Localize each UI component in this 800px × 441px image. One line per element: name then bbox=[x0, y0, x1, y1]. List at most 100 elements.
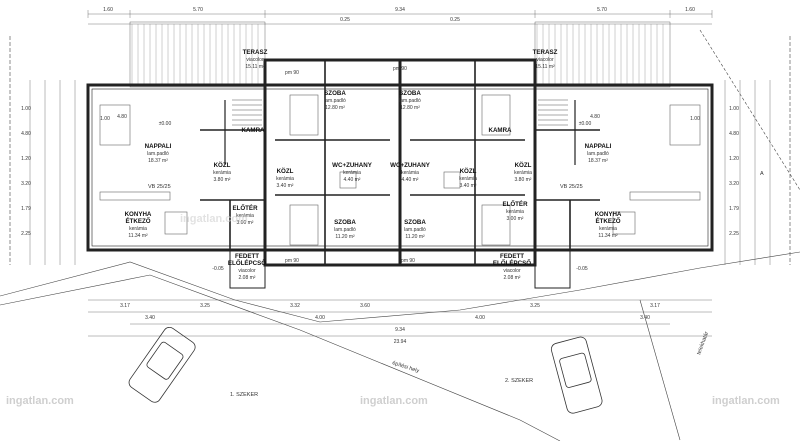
room-terasz-right: TERASZ bbox=[533, 49, 558, 56]
svg-text:3.80 m²: 3.80 m² bbox=[515, 177, 532, 183]
svg-text:2.08 m²: 2.08 m² bbox=[239, 275, 256, 281]
car-left-icon bbox=[128, 326, 196, 403]
svg-text:3.32: 3.32 bbox=[290, 303, 300, 309]
svg-text:kerámia: kerámia bbox=[401, 170, 419, 176]
room-kozl-left-2: KÖZL bbox=[277, 168, 294, 175]
svg-text:-0.05: -0.05 bbox=[576, 266, 588, 272]
svg-text:pm 90: pm 90 bbox=[285, 70, 299, 76]
watermark: ingatlan.com bbox=[180, 213, 248, 225]
svg-text:12.80 m²: 12.80 m² bbox=[400, 105, 420, 111]
svg-text:2.08 m²: 2.08 m² bbox=[504, 275, 521, 281]
svg-text:lam.padló: lam.padló bbox=[147, 151, 169, 157]
room-szoba-bottom-right: SZOBA bbox=[404, 219, 426, 226]
svg-text:kerámia: kerámia bbox=[459, 176, 477, 182]
svg-text:1.60: 1.60 bbox=[685, 7, 695, 13]
site-boundary bbox=[0, 29, 800, 441]
room-eloter-right: ELŐTÉR bbox=[502, 200, 528, 208]
svg-text:lam.padló: lam.padló bbox=[324, 98, 346, 104]
svg-text:5.70: 5.70 bbox=[597, 7, 607, 13]
svg-text:4.80: 4.80 bbox=[117, 114, 127, 120]
svg-text:kerámia: kerámia bbox=[129, 226, 147, 232]
svg-text:kerámia: kerámia bbox=[236, 213, 254, 219]
svg-text:11.20 m²: 11.20 m² bbox=[335, 234, 355, 240]
room-kozl-right-2: KÖZL bbox=[515, 162, 532, 169]
room-nappali-right: NAPPALI bbox=[585, 143, 612, 150]
svg-text:pm 90: pm 90 bbox=[401, 258, 415, 264]
svg-text:1.79: 1.79 bbox=[729, 206, 739, 212]
svg-text:3.20: 3.20 bbox=[21, 181, 31, 187]
svg-text:lam.padló: lam.padló bbox=[334, 227, 356, 233]
street-label: telekhatár bbox=[696, 331, 710, 356]
svg-text:4.80: 4.80 bbox=[21, 131, 31, 137]
room-labels: TERASZ viacolor 15.11 m² TERASZ viacolor… bbox=[125, 49, 622, 281]
svg-text:1.79: 1.79 bbox=[21, 206, 31, 212]
vb-label-right: VB 25/25 bbox=[560, 184, 583, 190]
svg-text:12.80 m²: 12.80 m² bbox=[325, 105, 345, 111]
svg-text:-0.05: -0.05 bbox=[212, 266, 224, 272]
svg-text:0.25: 0.25 bbox=[450, 17, 460, 23]
svg-text:1.00: 1.00 bbox=[690, 116, 700, 122]
svg-text:1.00: 1.00 bbox=[100, 116, 110, 122]
watermark: ingatlan.com bbox=[360, 395, 428, 407]
svg-text:ELŐLÉPCSŐ: ELŐLÉPCSŐ bbox=[493, 259, 531, 267]
room-kamra-right: KAMRA bbox=[488, 127, 512, 134]
site-label: építési hely bbox=[391, 360, 420, 374]
svg-text:1.00: 1.00 bbox=[729, 106, 739, 112]
room-wc-left: WC+ZUHANY bbox=[332, 162, 373, 169]
svg-text:3.25: 3.25 bbox=[530, 303, 540, 309]
svg-text:3.20: 3.20 bbox=[729, 181, 739, 187]
room-terasz-left: TERASZ bbox=[243, 49, 268, 56]
svg-text:ÉTKEZŐ: ÉTKEZŐ bbox=[595, 217, 620, 225]
svg-text:9.34: 9.34 bbox=[395, 327, 405, 333]
svg-text:viacolor: viacolor bbox=[536, 57, 554, 63]
terrace-hatching bbox=[129, 21, 671, 88]
svg-text:lam.padló: lam.padló bbox=[399, 98, 421, 104]
svg-text:11.34 m²: 11.34 m² bbox=[128, 233, 148, 239]
svg-text:kerámia: kerámia bbox=[343, 170, 361, 176]
svg-text:ÉTKEZŐ: ÉTKEZŐ bbox=[125, 217, 150, 225]
svg-text:2.25: 2.25 bbox=[21, 231, 31, 237]
svg-text:3.40 m²: 3.40 m² bbox=[277, 183, 294, 189]
section-marker: A bbox=[760, 171, 764, 177]
svg-text:kerámia: kerámia bbox=[599, 226, 617, 232]
svg-text:3.80 m²: 3.80 m² bbox=[214, 177, 231, 183]
svg-text:kerámia: kerámia bbox=[213, 170, 231, 176]
svg-text:4.40 m²: 4.40 m² bbox=[402, 177, 419, 183]
svg-text:1.20: 1.20 bbox=[21, 156, 31, 162]
svg-text:1.20: 1.20 bbox=[729, 156, 739, 162]
watermark: ingatlan.com bbox=[6, 395, 74, 407]
svg-text:2.25: 2.25 bbox=[729, 231, 739, 237]
svg-text:kerámia: kerámia bbox=[506, 209, 524, 215]
svg-text:4.80: 4.80 bbox=[590, 114, 600, 120]
svg-text:11.34 m²: 11.34 m² bbox=[598, 233, 618, 239]
parking-right-label: 2. SZEKER bbox=[505, 378, 533, 384]
svg-text:4.00: 4.00 bbox=[475, 315, 485, 321]
svg-text:viacolor: viacolor bbox=[238, 268, 256, 274]
room-konyha-left: KONYHA bbox=[125, 211, 152, 218]
svg-text:1.60: 1.60 bbox=[103, 7, 113, 13]
svg-text:15.11 m²: 15.11 m² bbox=[245, 64, 265, 70]
svg-text:kerámia: kerámia bbox=[276, 176, 294, 182]
staircase bbox=[232, 99, 568, 126]
svg-text:4.80: 4.80 bbox=[729, 131, 739, 137]
room-kamra-left: KAMRA bbox=[241, 127, 265, 134]
svg-text:15.11 m²: 15.11 m² bbox=[535, 64, 555, 70]
room-nappali-left: NAPPALI bbox=[145, 143, 172, 150]
room-fedett-right: FEDETT bbox=[500, 253, 524, 260]
svg-text:lam.padló: lam.padló bbox=[587, 151, 609, 157]
svg-text:±0.00: ±0.00 bbox=[159, 121, 172, 127]
svg-text:3.40 m²: 3.40 m² bbox=[460, 183, 477, 189]
room-konyha-right: KONYHA bbox=[595, 211, 622, 218]
svg-text:9.34: 9.34 bbox=[395, 7, 405, 13]
watermarks: ingatlan.com ingatlan.com ingatlan.com i… bbox=[6, 213, 780, 407]
room-eloter-left: ELŐTÉR bbox=[232, 204, 258, 212]
watermark: ingatlan.com bbox=[712, 395, 780, 407]
room-szoba-top-right: SZOBA bbox=[399, 90, 421, 97]
svg-text:4.40 m²: 4.40 m² bbox=[344, 177, 361, 183]
svg-text:lam.padló: lam.padló bbox=[404, 227, 426, 233]
room-wc-right: WC+ZUHANY bbox=[390, 162, 431, 169]
svg-text:viacolor: viacolor bbox=[246, 57, 264, 63]
svg-text:3.17: 3.17 bbox=[650, 303, 660, 309]
svg-text:4.00: 4.00 bbox=[315, 315, 325, 321]
svg-text:3.00 m²: 3.00 m² bbox=[507, 216, 524, 222]
